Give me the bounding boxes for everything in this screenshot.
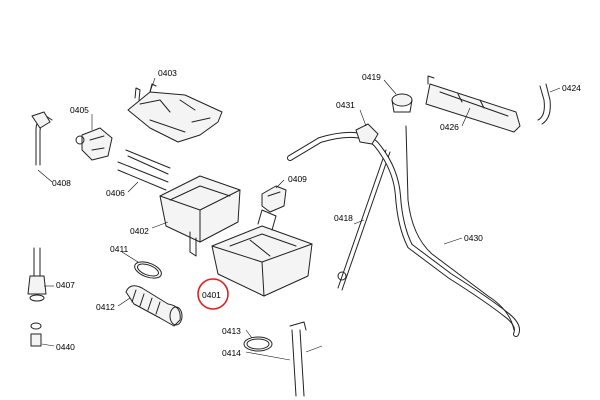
leader-0406 — [127, 181, 139, 193]
part-0431-pipe[interactable] — [287, 123, 520, 337]
part-0414-pipe[interactable] — [289, 321, 307, 397]
leader-0411 — [121, 251, 139, 263]
part-0418-rod[interactable] — [337, 149, 391, 291]
leader-0408 — [37, 169, 53, 183]
label-0414: 0414 — [222, 348, 241, 358]
label-0405: 0405 — [70, 105, 89, 115]
label-0419: 0419 — [362, 72, 381, 82]
part-0426-rail[interactable] — [425, 75, 521, 133]
label-0418: 0418 — [334, 213, 353, 223]
part-0413-ring[interactable] — [243, 336, 273, 352]
part-0403-drawer-top[interactable] — [127, 83, 223, 143]
label-0412: 0412 — [96, 302, 115, 312]
part-0408-hose[interactable] — [31, 111, 53, 166]
leader-0412 — [117, 297, 131, 307]
label-0402: 0402 — [130, 226, 149, 236]
label-0409: 0409 — [288, 174, 307, 184]
leader-0430 — [443, 237, 463, 245]
part-0430-tube[interactable] — [405, 125, 515, 331]
leader-0431 — [359, 109, 367, 127]
leader-0414b — [305, 345, 323, 353]
part-0406-rod[interactable] — [117, 149, 171, 191]
leader-0424 — [549, 87, 561, 93]
label-0403: 0403 — [158, 68, 177, 78]
leader-0413 — [245, 329, 253, 339]
leader-0403 — [149, 77, 156, 93]
leader-0414 — [245, 351, 291, 361]
part-0409-bracket[interactable] — [261, 185, 287, 213]
label-0408: 0408 — [52, 178, 71, 188]
leader-0409 — [275, 179, 285, 189]
label-0424: 0424 — [562, 83, 581, 93]
part-0402-drawer-housing[interactable] — [159, 175, 241, 257]
part-0405-valve[interactable] — [75, 127, 113, 161]
part-0419-cap[interactable] — [391, 93, 413, 113]
part-0407-fitting[interactable] — [27, 247, 47, 302]
label-0440: 0440 — [56, 342, 75, 352]
label-0401[interactable]: 0401 — [202, 290, 221, 300]
label-0411: 0411 — [110, 244, 129, 254]
leader-0402 — [151, 221, 169, 229]
part-0412-bellows[interactable] — [125, 285, 183, 327]
label-0406: 0406 — [106, 188, 125, 198]
label-0430: 0430 — [464, 233, 483, 243]
highlight-0401-circle — [197, 278, 229, 310]
leader-0418 — [353, 219, 365, 225]
part-0440-washer[interactable] — [30, 322, 42, 347]
part-0401-detergent-drawer[interactable] — [211, 209, 313, 297]
part-0424-hook[interactable] — [537, 83, 551, 125]
label-0407: 0407 — [56, 280, 75, 290]
leader-0440 — [41, 343, 55, 347]
label-0431: 0431 — [336, 100, 355, 110]
label-0426: 0426 — [440, 122, 459, 132]
leader-0419 — [383, 79, 397, 95]
label-0413: 0413 — [222, 326, 241, 336]
part-0411-ring[interactable] — [132, 259, 163, 282]
leader-0426 — [461, 107, 471, 127]
